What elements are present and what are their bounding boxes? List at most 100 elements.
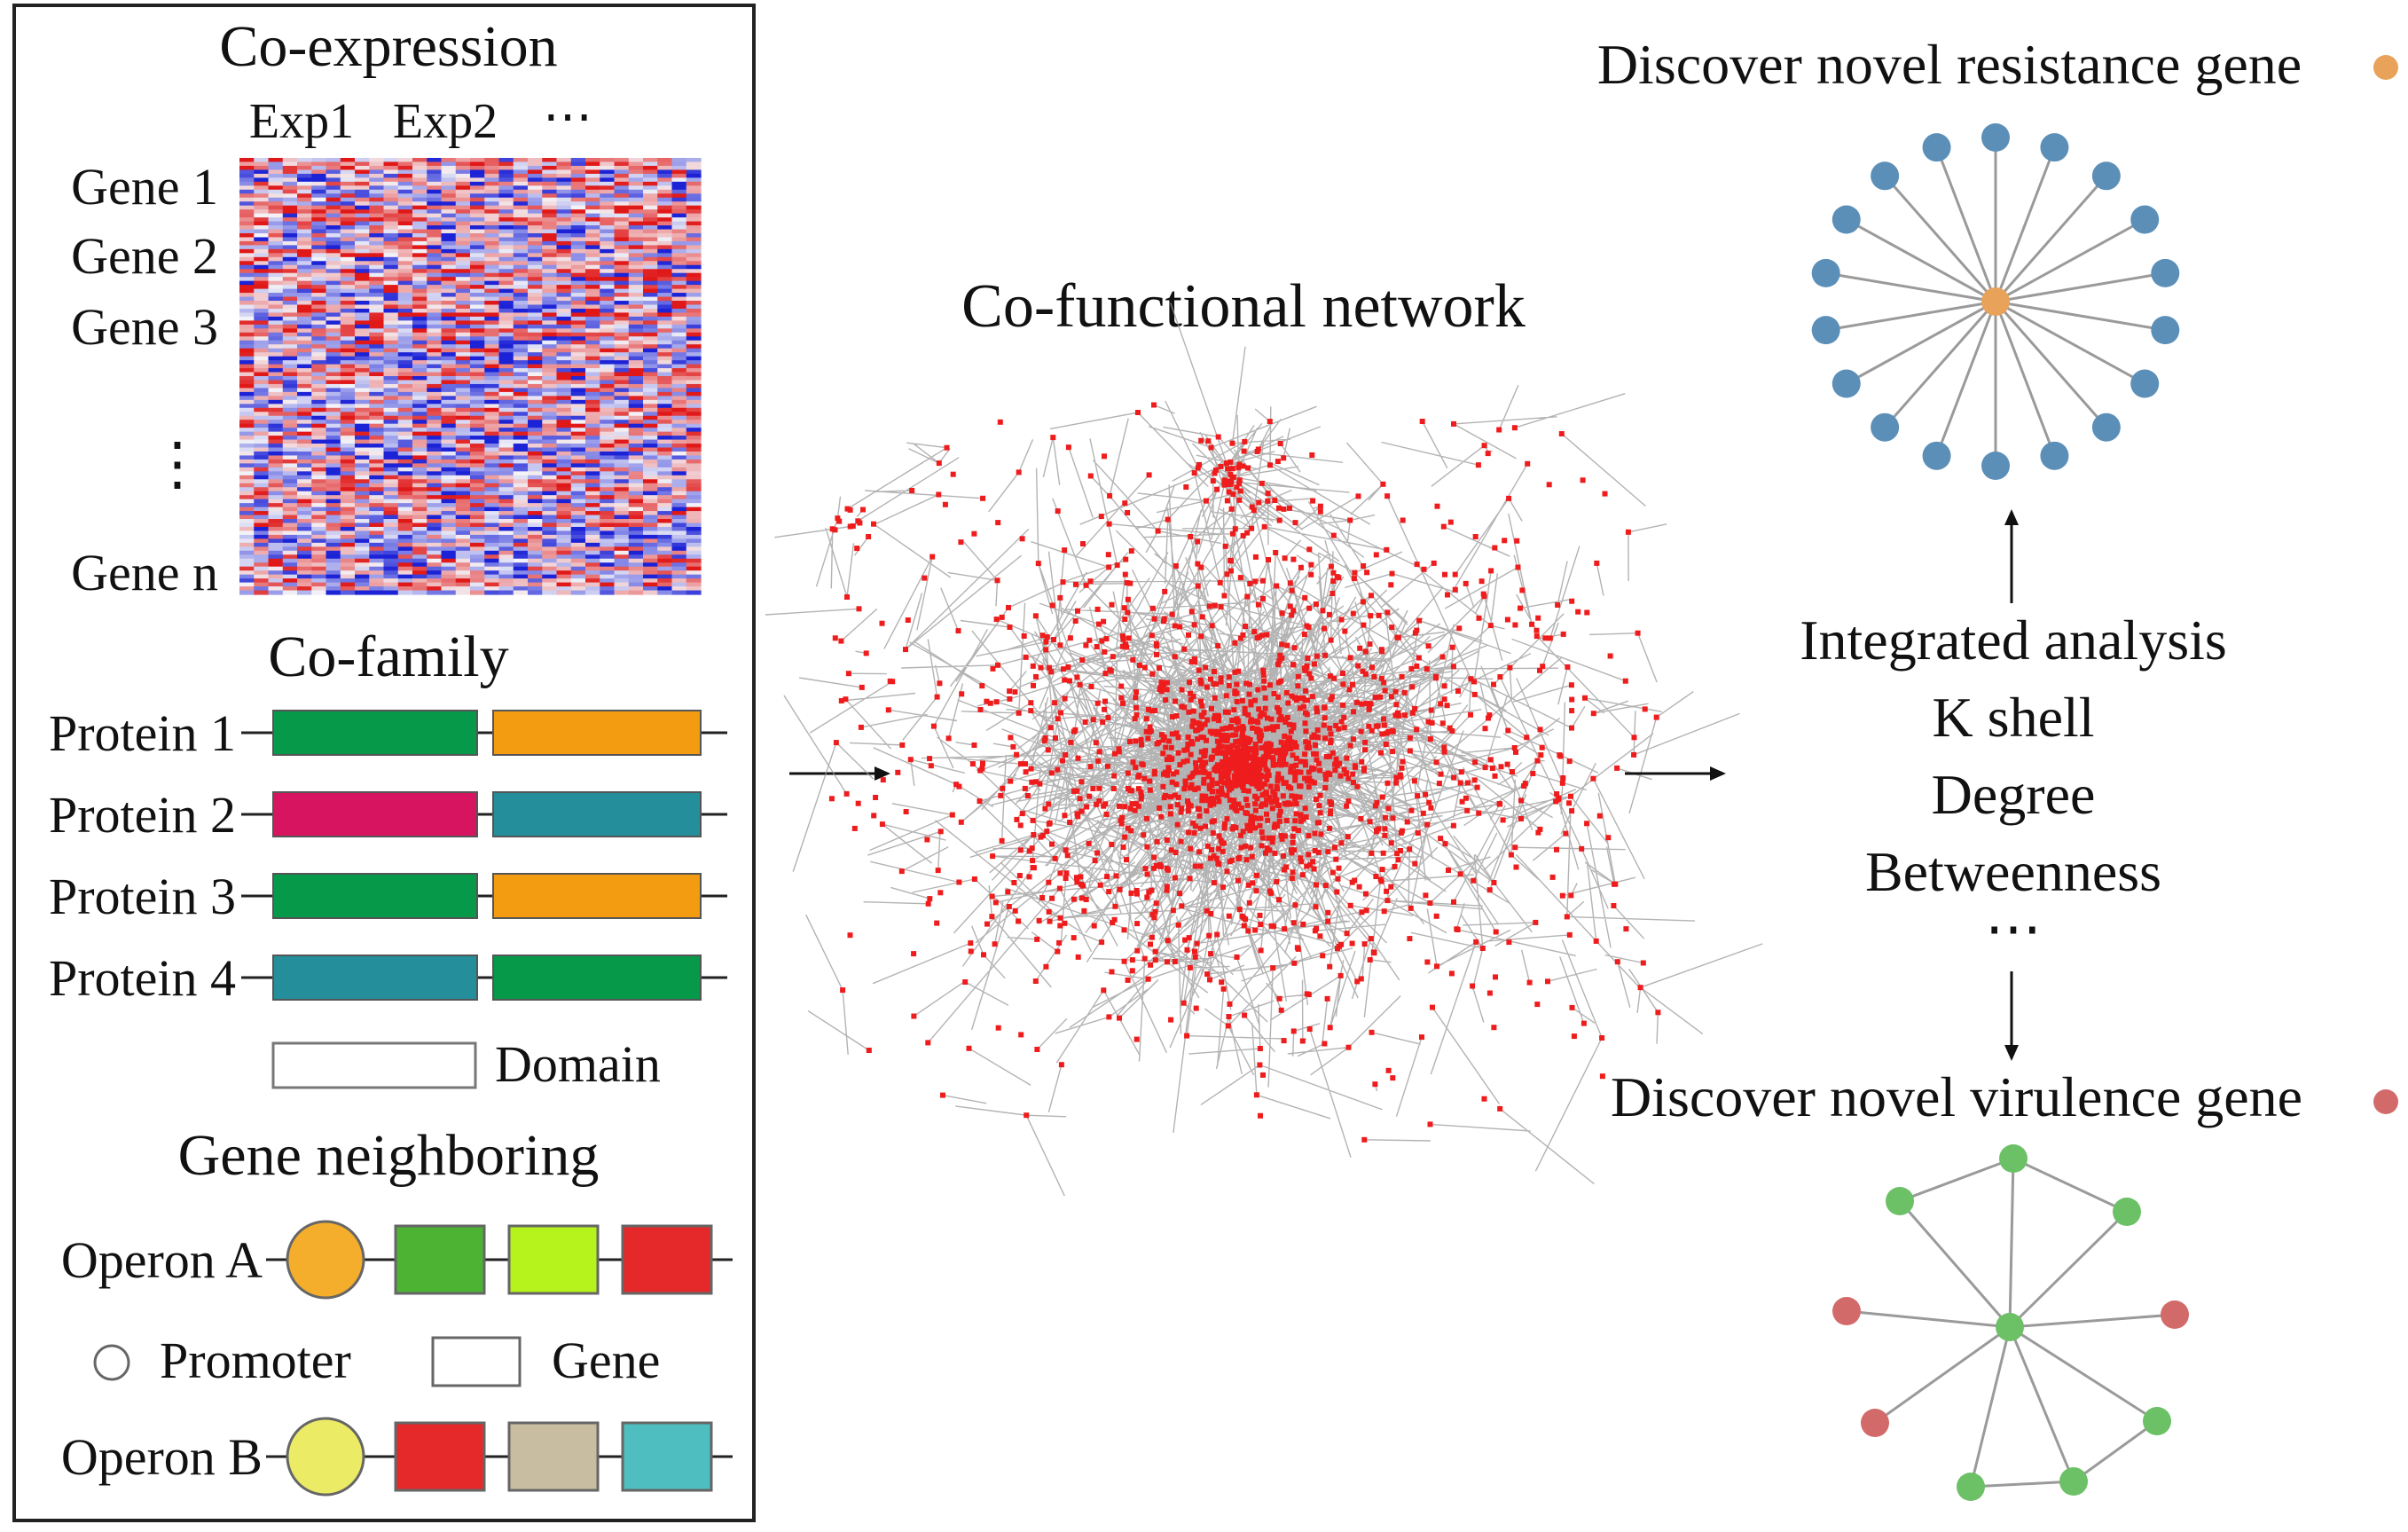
- heatmap-cell: [484, 383, 500, 389]
- heatmap-cell: [628, 376, 644, 381]
- network-node: [1154, 838, 1160, 845]
- heatmap-cell: [470, 340, 485, 345]
- heatmap-cell: [455, 391, 471, 397]
- heatmap-cell: [326, 404, 341, 409]
- heatmap-cell: [441, 185, 457, 191]
- heatmap-cell: [643, 399, 658, 405]
- heatmap-cell: [427, 499, 443, 504]
- heatmap-cell: [412, 253, 427, 258]
- network-node: [1285, 741, 1291, 747]
- heatmap-cell: [441, 169, 457, 175]
- gene-legend-icon: [431, 1336, 522, 1387]
- heatmap-cell: [297, 415, 312, 420]
- heatmap-cell: [355, 383, 370, 389]
- heatmap-cell: [498, 439, 514, 444]
- heatmap-cell: [628, 404, 644, 409]
- network-node: [1128, 828, 1134, 834]
- heatmap-cell: [628, 272, 644, 278]
- network-node: [1305, 778, 1310, 784]
- heatmap-cell: [585, 578, 600, 584]
- heatmap-cell: [671, 312, 687, 318]
- heatmap-cell: [254, 570, 270, 576]
- heatmap-cell: [542, 558, 558, 563]
- network-node: [1199, 614, 1205, 620]
- network-node: [1124, 644, 1130, 650]
- heatmap-cell: [498, 499, 514, 504]
- heatmap-cell: [470, 158, 485, 163]
- heatmap-cell: [585, 368, 600, 373]
- heatmap-cell: [355, 173, 370, 178]
- network-node: [1323, 753, 1329, 759]
- network-node: [1077, 796, 1083, 802]
- heatmap-cell: [498, 526, 514, 532]
- heatmap-cell: [282, 177, 298, 183]
- heatmap-cell: [441, 316, 457, 321]
- network-node: [1275, 662, 1281, 668]
- network-node: [1614, 765, 1620, 771]
- heatmap-cell: [657, 173, 673, 178]
- heatmap-cell: [671, 328, 687, 334]
- heatmap-cell: [239, 538, 255, 544]
- heatmap-cell: [326, 380, 341, 385]
- network-node: [1163, 744, 1169, 750]
- heatmap-cell: [498, 519, 514, 524]
- heatmap-cell: [268, 240, 284, 246]
- network-node: [1192, 659, 1197, 665]
- heatmap-cell: [383, 285, 399, 290]
- heatmap-cell: [369, 272, 385, 278]
- heatmap-cell: [470, 232, 485, 239]
- network-node: [1288, 785, 1294, 791]
- heatmap-cell: [427, 340, 443, 345]
- protein-domain: [492, 791, 702, 837]
- heatmap-cell: [585, 423, 600, 428]
- promoter-legend-icon: [93, 1344, 130, 1381]
- heatmap-cell: [585, 185, 600, 191]
- heatmap-cell: [585, 420, 600, 425]
- heatmap-cell: [628, 383, 644, 389]
- heatmap-cell: [297, 181, 312, 186]
- heatmap-cell: [427, 388, 443, 393]
- network-node: [1538, 752, 1544, 758]
- heatmap-cell: [528, 261, 543, 266]
- heatmap-cell: [268, 582, 284, 587]
- heatmap-cell: [340, 360, 356, 365]
- heatmap-cell: [455, 348, 471, 353]
- heatmap-cell: [628, 538, 644, 544]
- network-node: [1072, 618, 1079, 624]
- network-node: [1245, 788, 1251, 794]
- heatmap-cell: [282, 372, 298, 377]
- heatmap-cell: [556, 213, 572, 218]
- heatmap-cell: [412, 213, 427, 218]
- heatmap-cell: [556, 285, 572, 290]
- heatmap-cell: [412, 534, 427, 539]
- heatmap-cell: [412, 161, 427, 167]
- heatmap-cell: [556, 209, 572, 215]
- network-node: [1124, 857, 1129, 863]
- heatmap-cell: [326, 197, 341, 202]
- network-node: [1263, 726, 1269, 732]
- heatmap-cell: [614, 248, 630, 254]
- heatmap-cell: [570, 288, 586, 294]
- heatmap-cell: [585, 201, 600, 207]
- heatmap-cell: [600, 272, 616, 278]
- network-node: [1235, 801, 1242, 807]
- network-node: [1306, 671, 1313, 677]
- heatmap-cell: [513, 383, 529, 389]
- network-node: [1101, 618, 1107, 625]
- heatmap-cell: [542, 248, 558, 254]
- network-node: [1145, 735, 1151, 742]
- heatmap-cell: [528, 277, 543, 282]
- network-node: [1248, 813, 1254, 820]
- network-node: [1392, 688, 1399, 695]
- network-node: [1149, 671, 1156, 677]
- heatmap-cell: [441, 332, 457, 337]
- heatmap-cell: [455, 586, 471, 592]
- heatmap-cell: [614, 415, 630, 420]
- heatmap-cell: [614, 558, 630, 563]
- heatmap-cell: [455, 296, 471, 302]
- network-node: [1290, 725, 1297, 731]
- network-node: [1262, 781, 1268, 787]
- heatmap-cell: [297, 197, 312, 202]
- heatmap-cell: [239, 534, 255, 539]
- heatmap-cell: [455, 530, 471, 536]
